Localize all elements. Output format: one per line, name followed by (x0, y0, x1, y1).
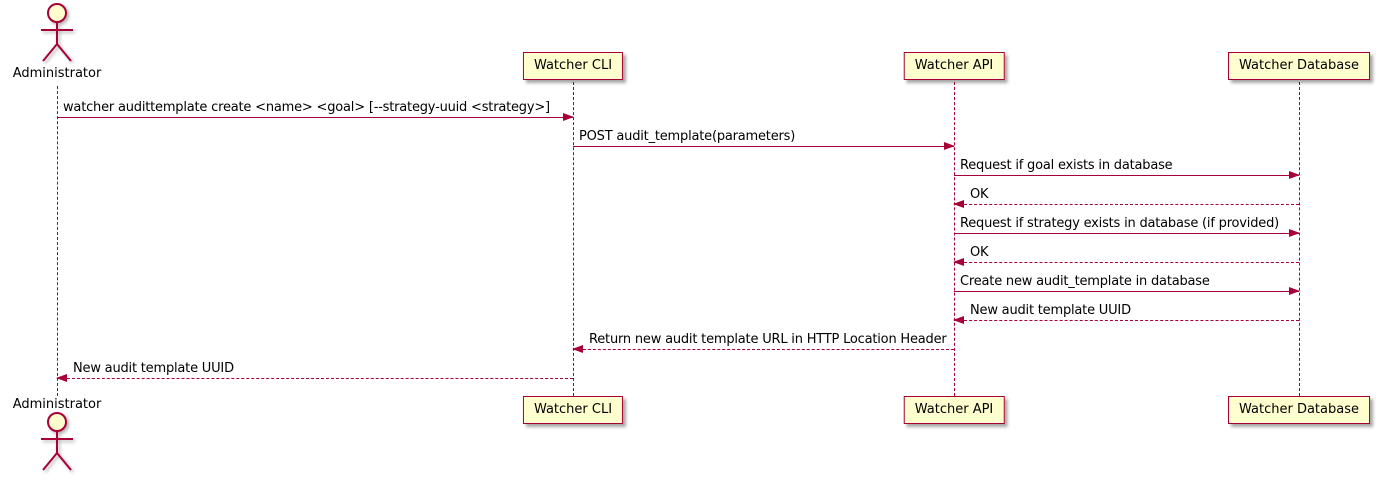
lifeline-watcher-database (1299, 82, 1300, 396)
lifeline-watcher-cli (573, 82, 574, 396)
message-arrow (954, 171, 1300, 179)
message-label: POST audit_template(parameters) (579, 129, 796, 144)
actor-icon-bottom (41, 412, 73, 471)
message-arrow (56, 374, 573, 382)
arrowhead-icon (1289, 171, 1300, 179)
message: Request if strategy exists in database (… (954, 216, 1300, 237)
message-label: OK (970, 245, 989, 260)
participant-watcher-api-bottom: Watcher API (903, 396, 1005, 424)
message: Create new audit_template in database (954, 274, 1300, 295)
arrowhead-icon (56, 374, 67, 382)
arrowhead-icon (953, 258, 964, 266)
message-label: OK (970, 187, 989, 202)
participant-watcher-api: Watcher API (903, 52, 1005, 80)
arrowhead-icon (944, 142, 955, 150)
message: Request if goal exists in database (954, 158, 1300, 179)
message-arrow (572, 345, 954, 353)
participant-watcher-database: Watcher Database (1228, 52, 1370, 80)
message-arrow (953, 200, 1299, 208)
message: OK (953, 245, 1299, 266)
message-arrow (57, 113, 574, 121)
participant-watcher-cli-bottom: Watcher CLI (522, 396, 624, 424)
message-label: New audit template UUID (970, 303, 1131, 318)
message-label: Create new audit_template in database (960, 274, 1210, 289)
message-arrow (954, 229, 1300, 237)
lifeline-watcher-api (954, 82, 955, 396)
lifeline-administrator (57, 86, 58, 396)
arrowhead-icon (953, 200, 964, 208)
actor-icon (41, 3, 73, 62)
message: watcher audittemplate create <name> <goa… (57, 100, 574, 121)
message: Return new audit template URL in HTTP Lo… (572, 332, 954, 353)
message-label: Request if goal exists in database (960, 158, 1173, 173)
message: New audit template UUID (56, 361, 573, 382)
arrowhead-icon (572, 345, 583, 353)
arrowhead-icon (953, 316, 964, 324)
message: OK (953, 187, 1299, 208)
message-label: Request if strategy exists in database (… (960, 216, 1279, 231)
participant-watcher-database-bottom: Watcher Database (1228, 396, 1370, 424)
arrowhead-icon (563, 113, 574, 121)
message-label: watcher audittemplate create <name> <goa… (63, 100, 550, 115)
message-label: Return new audit template URL in HTTP Lo… (589, 332, 947, 347)
message: POST audit_template(parameters) (573, 129, 955, 150)
message-arrow (954, 287, 1300, 295)
actor-label: Administrator (12, 66, 102, 81)
message: New audit template UUID (953, 303, 1299, 324)
arrowhead-icon (1289, 229, 1300, 237)
message-arrow (953, 258, 1299, 266)
arrowhead-icon (1289, 287, 1300, 295)
message-label: New audit template UUID (73, 361, 234, 376)
message-arrow (573, 142, 955, 150)
message-arrow (953, 316, 1299, 324)
actor-label-bottom: Administrator (12, 397, 102, 412)
participant-watcher-cli: Watcher CLI (522, 52, 624, 80)
